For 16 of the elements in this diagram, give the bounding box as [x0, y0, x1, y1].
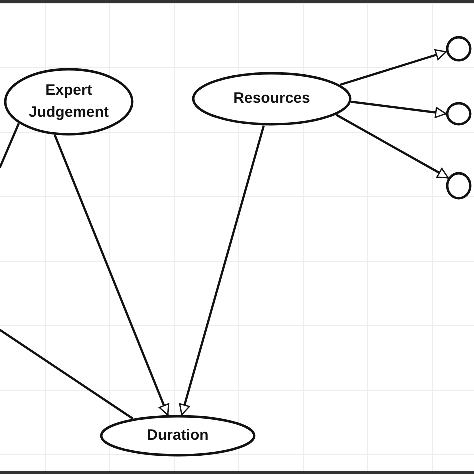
ellipse-node	[4, 68, 134, 136]
ellipse-node	[192, 72, 352, 126]
empty-ellipse	[446, 102, 472, 126]
arrow	[336, 114, 449, 179]
arrow	[54, 134, 170, 416]
node-label: Resources	[232, 89, 312, 110]
ellipse-node	[100, 415, 256, 457]
connector-line	[0, 123, 20, 168]
arrow	[351, 100, 447, 118]
arrow	[340, 50, 447, 86]
connector-line	[0, 329, 134, 420]
arrow	[179, 126, 266, 416]
empty-ellipse	[446, 36, 472, 62]
node-label: Duration	[146, 426, 210, 446]
node-label: Expert Judgement	[28, 81, 110, 123]
empty-ellipse	[446, 172, 472, 200]
